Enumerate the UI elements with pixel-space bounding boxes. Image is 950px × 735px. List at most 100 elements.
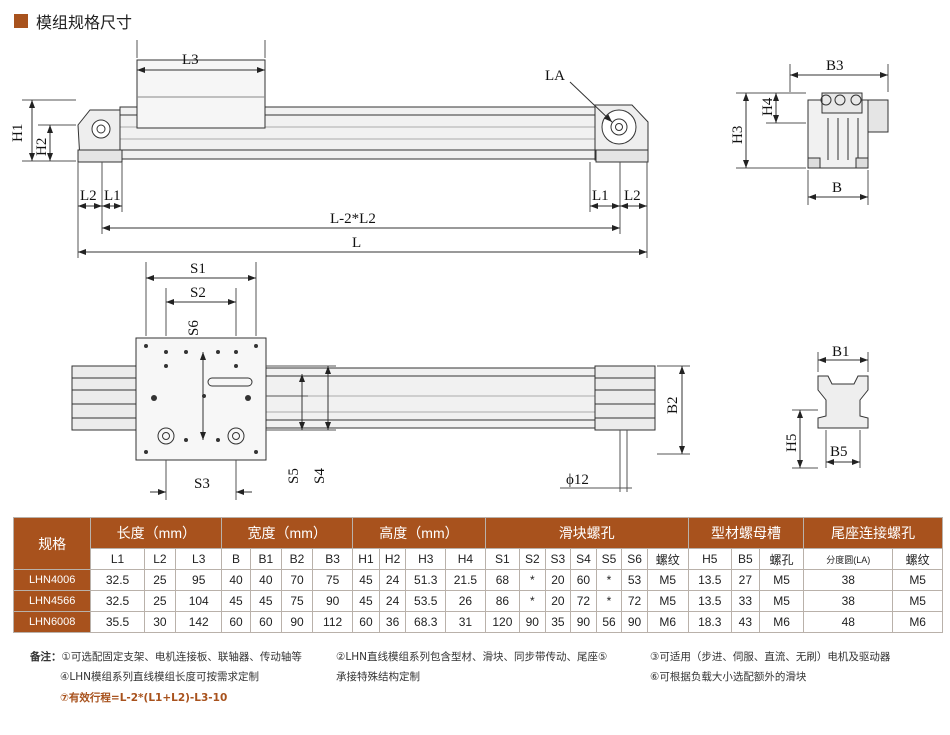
column-header: S1 <box>484 548 521 570</box>
table-cell: 24 <box>378 569 407 591</box>
table-cell: 13.5 <box>687 569 732 591</box>
dim-label-phi12: ϕ12 <box>566 472 589 488</box>
table-cell: 18.3 <box>687 611 732 633</box>
table-cell: M5 <box>758 590 805 612</box>
dim-label-s3: S3 <box>194 476 210 492</box>
table-cell: 72 <box>570 590 597 612</box>
dim-label-h5: H5 <box>784 434 800 452</box>
column-header: H2 <box>378 548 407 570</box>
table-cell: 60 <box>249 611 282 633</box>
note-5: 承接特殊结构定制 <box>336 671 420 683</box>
table-cell: 25 <box>143 590 177 612</box>
dim-label-l3: L3 <box>182 52 199 68</box>
technical-drawing: L3 LA H1 H2 L2 L1 L1 L2 L-2*L2 L B3 H3 H… <box>10 40 889 500</box>
note-1: ①可选配固定支架、电机连接板、联轴器、传动轴等 <box>61 651 302 663</box>
table-cell: 21.5 <box>445 569 486 591</box>
table-cell: 90 <box>519 611 546 633</box>
column-header: B2 <box>280 548 314 570</box>
table-cell: 51.3 <box>405 569 447 591</box>
group-header-tail-holes: 尾座连接螺孔 <box>803 517 943 549</box>
dim-label-l2-right: L2 <box>624 188 641 204</box>
table-cell: M5 <box>892 590 943 612</box>
plan-right-end <box>594 365 656 431</box>
dim-label-la: LA <box>545 68 565 84</box>
column-header: H3 <box>405 548 447 570</box>
table-cell: 38 <box>803 569 894 591</box>
dim-label-b2: B2 <box>665 396 681 414</box>
table-cell: 142 <box>175 611 223 633</box>
table-cell: 25 <box>143 569 177 591</box>
table-cell: M5 <box>646 569 689 591</box>
table-cell: 68 <box>484 569 521 591</box>
table-cell: 45 <box>352 590 380 612</box>
table-cell: 26 <box>445 590 486 612</box>
column-header: H1 <box>352 548 380 570</box>
table-cell: 95 <box>175 569 223 591</box>
table-cell: 48 <box>803 611 894 633</box>
column-header: L2 <box>143 548 177 570</box>
section-title-text: 模组规格尺寸 <box>36 13 133 32</box>
table-cell: 45 <box>352 569 380 591</box>
dim-label-h4: H4 <box>760 97 776 116</box>
column-header: B3 <box>312 548 354 570</box>
table-cell: 72 <box>621 590 648 612</box>
table-cell: 32.5 <box>90 569 145 591</box>
table-cell: 90 <box>312 590 354 612</box>
column-header: 螺孔 <box>758 548 805 570</box>
dim-label-h1: H1 <box>10 124 26 142</box>
dim-label-b1: B1 <box>832 344 850 360</box>
table-cell: 40 <box>221 569 251 591</box>
table-cell: 27 <box>730 569 760 591</box>
column-header: S6 <box>621 548 648 570</box>
section-title: 模组规格尺寸 <box>14 10 132 32</box>
model-cell: LHN4006 <box>12 569 92 591</box>
column-header: B1 <box>249 548 282 570</box>
group-header-width: 宽度（mm） <box>221 517 354 549</box>
table-cell: 24 <box>378 590 407 612</box>
table-cell: 53.5 <box>405 590 447 612</box>
table-cell: 75 <box>280 590 314 612</box>
table-cell: * <box>595 590 623 612</box>
table-cell: 60 <box>352 611 380 633</box>
group-header-profile-nut: 型材螺母槽 <box>687 517 805 549</box>
table-cell: 32.5 <box>90 590 145 612</box>
table-cell: 60 <box>221 611 251 633</box>
table-cell: * <box>519 590 546 612</box>
column-header: 分度圆(LA) <box>803 548 894 570</box>
table-cell: M6 <box>892 611 943 633</box>
table-cell: 56 <box>595 611 623 633</box>
dim-label-b: B <box>832 180 842 196</box>
title-square-icon <box>14 14 28 28</box>
table-cell: 45 <box>221 590 251 612</box>
table-cell: 45 <box>249 590 282 612</box>
table-cell: 36 <box>378 611 407 633</box>
table-cell: M6 <box>646 611 689 633</box>
column-header: B5 <box>730 548 760 570</box>
table-cell: 86 <box>484 590 521 612</box>
table-cell: 90 <box>570 611 597 633</box>
model-cell: LHN4566 <box>12 590 92 612</box>
dim-label-l1-left: L1 <box>104 188 121 204</box>
table-cell: 30 <box>143 611 177 633</box>
table-cell: * <box>519 569 546 591</box>
plan-left-end <box>71 365 137 431</box>
note-3: ③可适用（步进、伺服、直流、无刷）电机及驱动器 <box>650 651 891 663</box>
table-cell: M6 <box>758 611 805 633</box>
dim-label-s6: S6 <box>186 320 202 336</box>
column-header: L3 <box>175 548 223 570</box>
dim-label-s5: S5 <box>286 468 302 484</box>
dim-label-b3: B3 <box>826 58 844 74</box>
dim-label-s4: S4 <box>312 468 328 484</box>
dim-label-s2: S2 <box>190 285 206 301</box>
column-header: H4 <box>445 548 486 570</box>
table-cell: 40 <box>249 569 282 591</box>
model-header: 规格 <box>12 517 92 570</box>
plan-profile <box>264 367 596 429</box>
column-header: S2 <box>519 548 546 570</box>
table-cell: 33 <box>730 590 760 612</box>
table-cell: 38 <box>803 590 894 612</box>
spec-table: 规格 长度（mm） 宽度（mm） 高度（mm） 滑块螺孔 型材螺母槽 尾座连接螺… <box>12 517 943 633</box>
